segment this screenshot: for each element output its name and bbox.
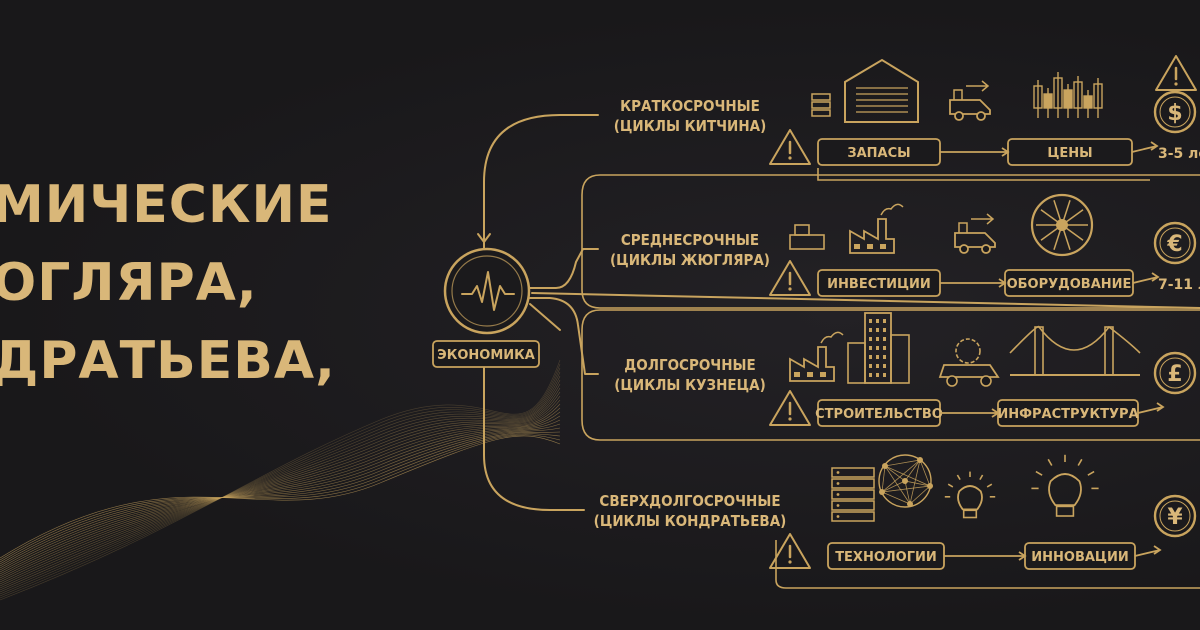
- cycle-subtitle: (ЦИКЛЫ КИТЧИНА): [614, 117, 767, 135]
- cycle-box-secondary: ОБОРУДОВАНИЕ: [1007, 277, 1132, 292]
- cycle-subtitle: (ЦИКЛЫ КУЗНЕЦА): [614, 376, 766, 394]
- flow-arrow: [1137, 406, 1164, 414]
- cycle-title: ДОЛГОСРОЧНЫЕ: [624, 356, 755, 374]
- skyscraper-icon: [847, 312, 910, 384]
- candlestick-chart-icon: [1033, 72, 1103, 118]
- warning-icon: [769, 390, 811, 426]
- lightbulb-icon: [944, 471, 996, 519]
- cycle-box-secondary: ЦЕНЫ: [1047, 146, 1092, 161]
- euro-coin-icon: [1153, 221, 1197, 265]
- hub-label: ЭКОНОМИКА: [437, 348, 535, 363]
- cycle-title: СВЕРХДОЛГОСРОЧНЫЕ: [599, 492, 780, 510]
- arrow-head: [1153, 545, 1162, 555]
- cycle-subtitle: (ЦИКЛЫ ЖЮГЛЯРА): [610, 251, 770, 269]
- factory-icon: [789, 331, 844, 382]
- dollar-coin-icon: [1153, 90, 1197, 134]
- cycle-period: 3-5 ле: [1158, 146, 1200, 162]
- warehouse-icon: [844, 58, 919, 123]
- cycle-row-4: СВЕРХДОЛГОСРОЧНЫЕ (ЦИКЛЫ КОНДРАТЬЕВА) ТЕХН…: [594, 454, 1197, 570]
- truck-icon: [949, 80, 991, 121]
- arrow-head: [1001, 147, 1010, 157]
- bridge-icon: [1009, 325, 1141, 376]
- flow-arrow: [1132, 276, 1159, 284]
- currency-symbol: ¥: [1167, 505, 1183, 530]
- warning-icon: [769, 533, 811, 569]
- title-line-1: МИЧЕСКИЕ: [0, 175, 333, 235]
- hub-connectors: [477, 114, 1200, 511]
- hub-label-box: [432, 340, 540, 368]
- cycle-row-2: СРЕДНЕСРОЧНЫЕ (ЦИКЛЫ ЖЮГЛЯРА) ИНВЕСТИЦИИ ОБ…: [610, 193, 1200, 297]
- arrow-head: [1151, 272, 1160, 282]
- row-frames: [581, 168, 1200, 589]
- currency-symbol: $: [1167, 101, 1182, 126]
- cycle-box-primary: ТЕХНОЛОГИИ: [835, 550, 937, 565]
- cycle-box-primary: ИНВЕСТИЦИИ: [827, 277, 931, 292]
- arrow-head: [998, 278, 1007, 288]
- server-rack-icon: [831, 467, 875, 522]
- economy-hub: ЭКОНОМИКА: [432, 247, 540, 368]
- arrow-head: [1150, 141, 1159, 151]
- arrow-head: [991, 408, 1000, 418]
- cycle-title: КРАТКОСРОЧНЫЕ: [620, 97, 760, 115]
- currency-symbol: £: [1167, 362, 1182, 387]
- pulse-icon: [461, 271, 515, 311]
- arrow-head: [1156, 402, 1165, 412]
- cycle-period: 7-11 ле: [1158, 277, 1200, 293]
- warning-icon: [769, 129, 811, 165]
- cycle-row-1: КРАТКОСРОЧНЫЕ (ЦИКЛЫ КИТЧИНА) ЗАПАСЫ ЦЕНЫ $3…: [614, 55, 1200, 166]
- warning-icon: [769, 260, 811, 296]
- cycle-title: СРЕДНЕСРОЧНЫЕ: [621, 231, 759, 249]
- cycle-box-primary: ЗАПАСЫ: [847, 146, 910, 161]
- network-globe-icon: [878, 454, 933, 508]
- flow-arrow: [1131, 145, 1158, 153]
- cycle-box-primary: СТРОИТЕЛЬСТВО: [815, 407, 943, 422]
- warning-icon: [1155, 55, 1197, 91]
- turbine-icon: [1030, 193, 1094, 257]
- cycle-box-secondary: ИНФРАСТРУКТУРА: [997, 407, 1138, 422]
- stacked-boxes-icon: [811, 93, 831, 117]
- pound-coin-icon: [1153, 351, 1197, 395]
- title-line-2: ОГЛЯРА,: [0, 253, 258, 313]
- decorative-wave-lines: [0, 359, 561, 601]
- arrow-head: [1018, 551, 1027, 561]
- truck-icon: [954, 213, 996, 254]
- cycle-box-secondary: ИННОВАЦИИ: [1031, 550, 1128, 565]
- factory-icon: [849, 203, 904, 254]
- lightbulb-large-icon: [1031, 454, 1099, 517]
- currency-symbol: €: [1166, 232, 1182, 257]
- title-line-3: ДРАТЬЕВА,: [0, 331, 336, 391]
- cycle-row-3: ДОЛГОСРОЧНЫЕ (ЦИКЛЫ КУЗНЕЦА) СТРОИТЕЛЬСТВО…: [614, 312, 1197, 427]
- yen-coin-icon: [1153, 494, 1197, 538]
- flow-arrow: [1134, 549, 1161, 557]
- cycle-subtitle: (ЦИКЛЫ КОНДРАТЬЕВА): [594, 512, 787, 530]
- hub-circle: [443, 247, 531, 335]
- car-gear-icon: [938, 338, 1000, 387]
- bulldozer-icon: [789, 224, 825, 250]
